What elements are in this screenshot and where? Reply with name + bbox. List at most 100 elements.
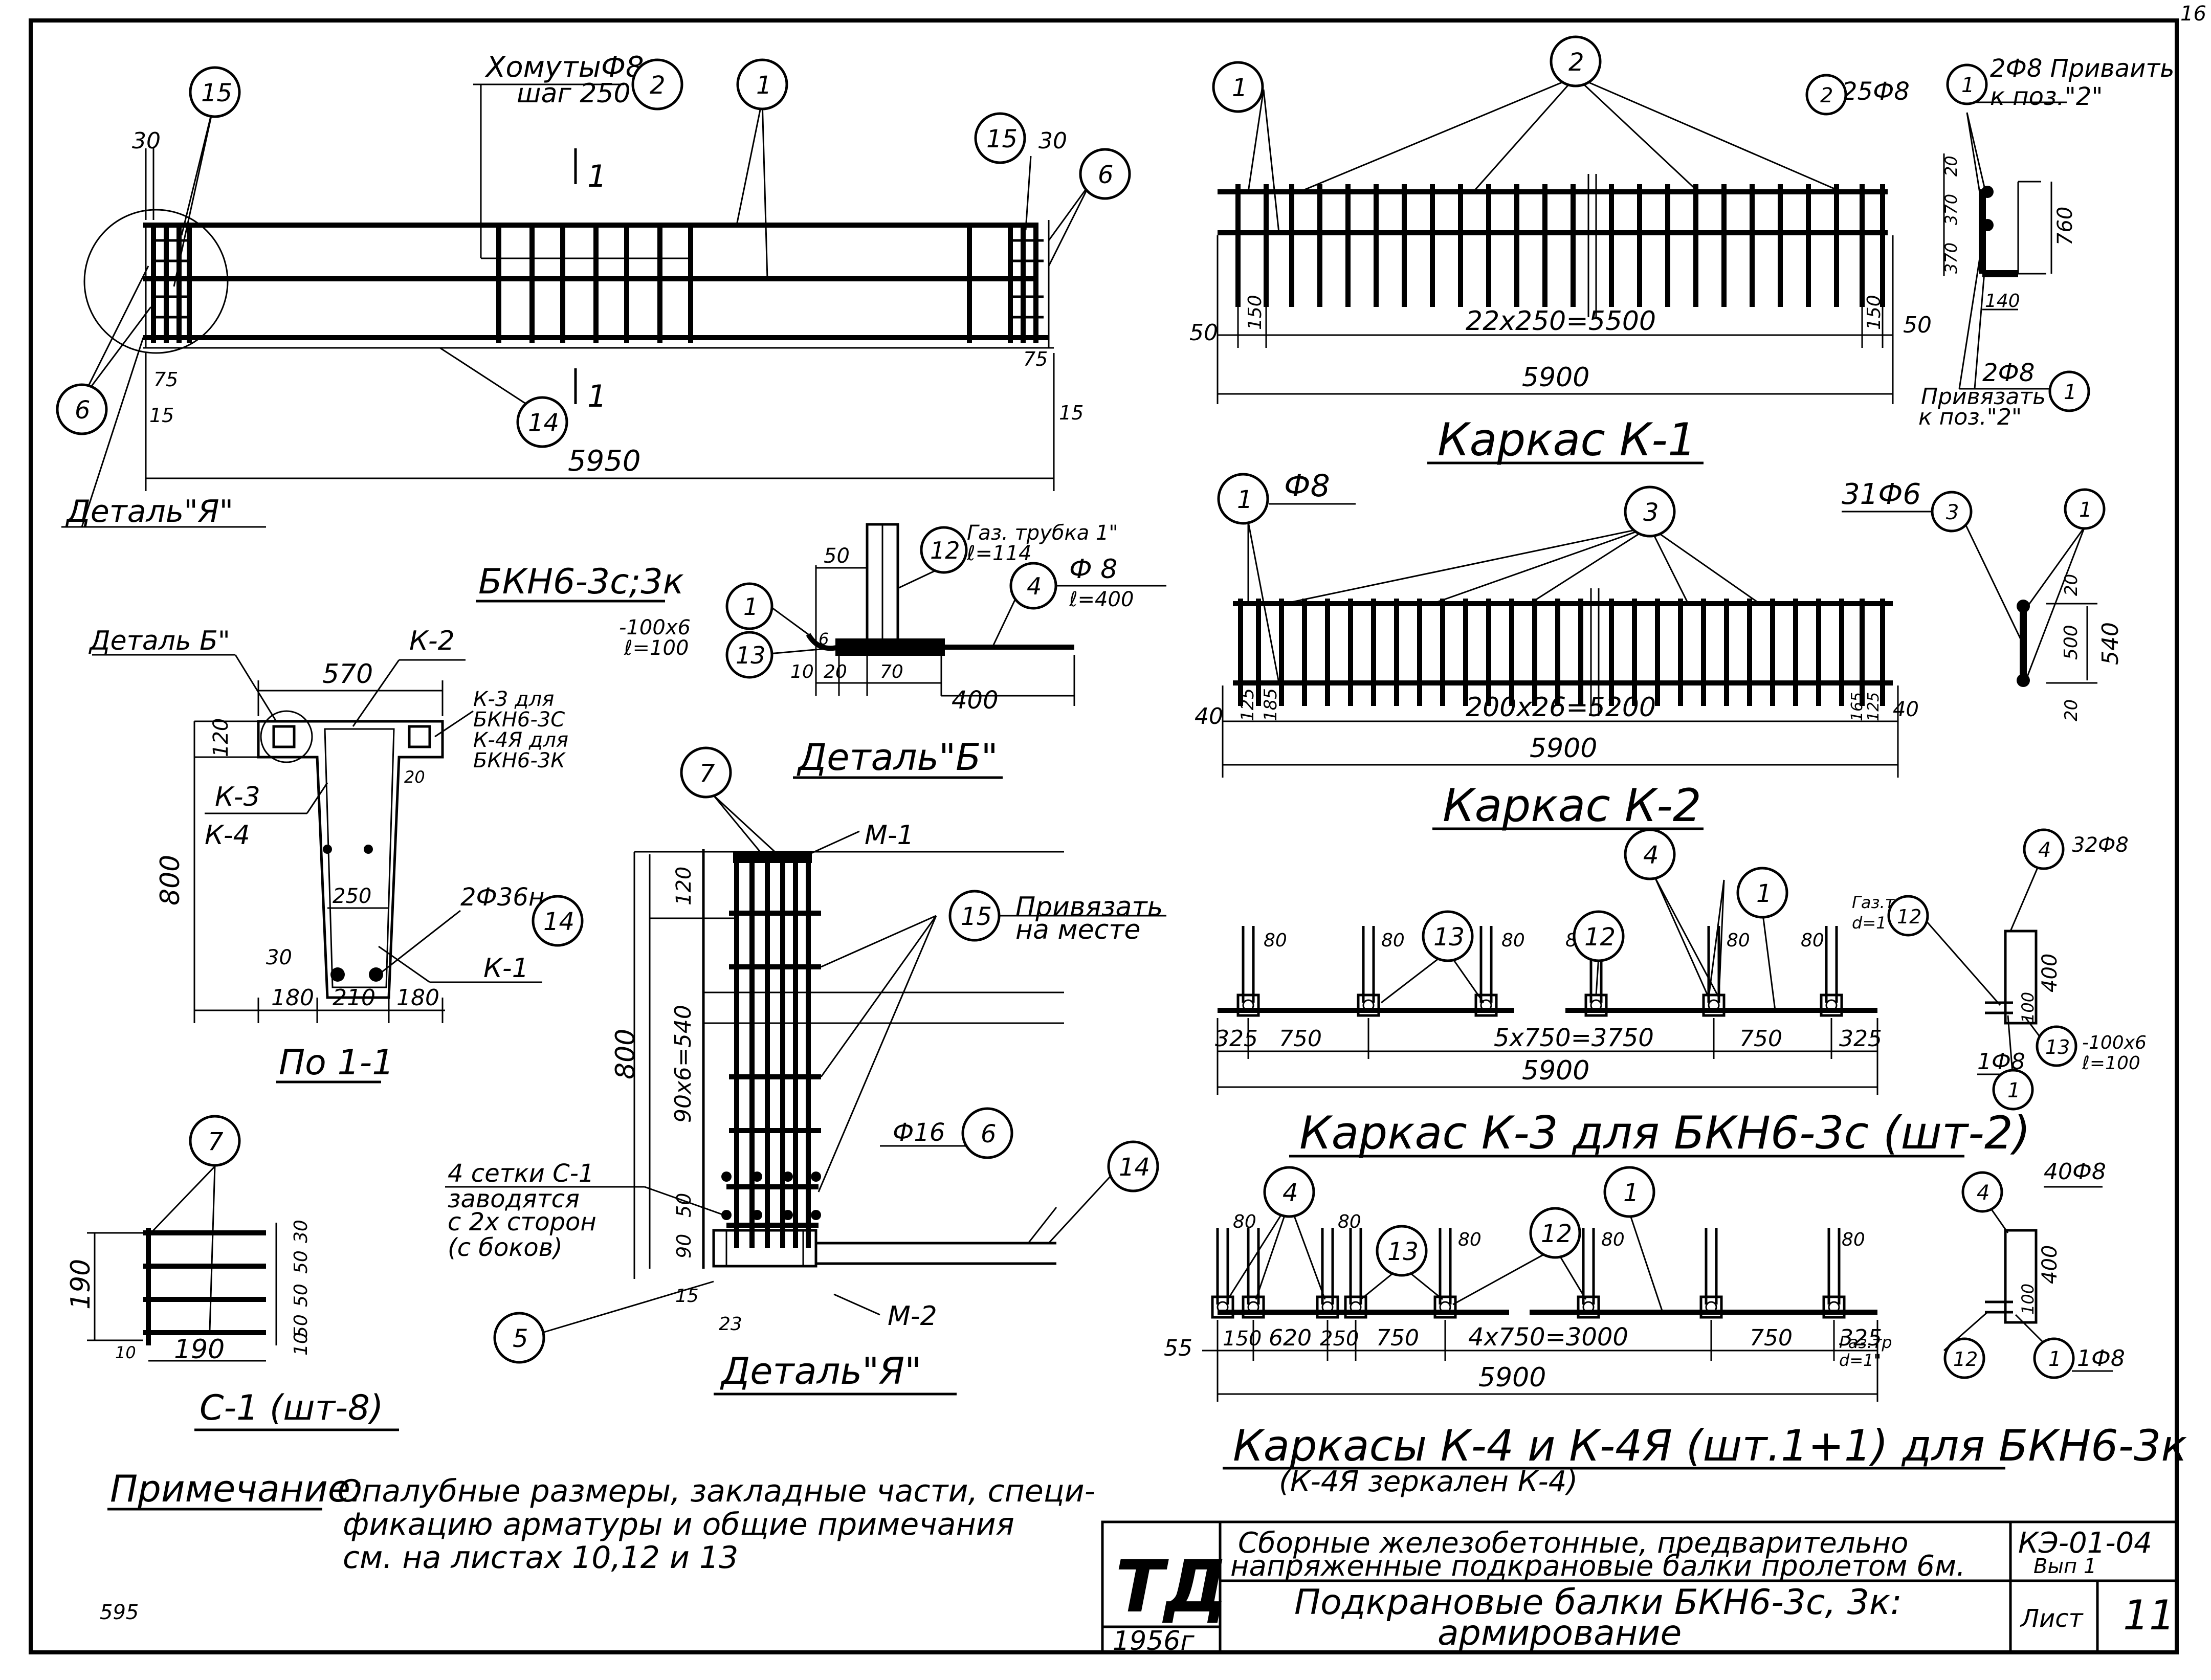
k4-plates — [1211, 1295, 1846, 1319]
k1-dim-50-left: 50 — [1189, 320, 1218, 346]
mesh-spacing-4: 50 — [291, 1314, 312, 1338]
k1-dim-150-right: 150 — [1864, 295, 1885, 330]
mark-4-k4-section — [1961, 1171, 2003, 1213]
k2-caption: Каркас К-2 — [1443, 779, 1701, 832]
k2-total: 5900 — [1530, 733, 1597, 764]
mark-12-k3 — [1573, 910, 1625, 962]
detail-a-dim-800: 800 — [610, 1029, 641, 1079]
k2-dim-125-right: 125 — [1865, 692, 1883, 721]
k1-section-dim-760: 760 — [2053, 207, 2077, 246]
detail-b: 50 Газ. трубка 1" ℓ=114 Ф 8 ℓ=400 -100х6… — [619, 521, 1166, 779]
svg-text:14: 14 — [1119, 1153, 1150, 1182]
detail-a-tie2: на месте — [1015, 915, 1141, 945]
mark-13-k4 — [1376, 1225, 1428, 1277]
k3-dim-80-b: 80 — [1381, 930, 1405, 951]
svg-text:15: 15 — [201, 79, 232, 107]
k3-dim-80-c: 80 — [1501, 930, 1525, 951]
svg-text:6: 6 — [1098, 161, 1114, 189]
k3-section-dim-100: 100 — [2018, 992, 2038, 1023]
detail-a-nets-1: 4 сетки С-1 — [448, 1159, 594, 1188]
mark-9-detail-a — [680, 746, 732, 799]
k4-dim-750-right: 750 — [1750, 1325, 1793, 1351]
mesh-caption: С-1 (шт-8) — [200, 1388, 384, 1428]
detail-b-rod: Ф 8 — [1069, 554, 1117, 585]
k3-total: 5900 — [1522, 1055, 1589, 1086]
detail-a-m1: М-1 — [865, 820, 914, 851]
svg-text:7: 7 — [699, 759, 715, 788]
mark-4-k3 — [1624, 828, 1676, 880]
k1-section-dim-140: 140 — [1985, 291, 2020, 312]
elevation-dim-15-right: 15 — [1059, 402, 1084, 424]
k4-section-dim-100: 100 — [2018, 1284, 2038, 1315]
detail-b-l400: ℓ=400 — [1069, 588, 1134, 611]
k4-total: 5900 — [1478, 1362, 1546, 1393]
elevation-dim-30-right: 30 — [1038, 128, 1067, 154]
detail-a-nets-3: с 2х сторон — [448, 1208, 596, 1236]
title-series-2: напряженные подкрановые балки пролетом 6… — [1230, 1550, 1965, 1583]
mark-2-k1 — [1550, 35, 1602, 87]
mark-4-detail-b — [1009, 562, 1057, 610]
k3-dim-750-left: 750 — [1279, 1026, 1322, 1052]
detail-b-l100: ℓ=100 — [624, 636, 689, 660]
section-dim-210: 210 — [333, 985, 375, 1011]
svg-text:12: 12 — [1541, 1220, 1572, 1248]
k4-section-pipe-2: d=1" — [1839, 1351, 1881, 1370]
section-dim-180-left: 180 — [271, 985, 314, 1011]
mark-12-k4 — [1529, 1207, 1581, 1259]
section-dim-30: 30 — [266, 946, 292, 969]
k2-dim-40-right: 40 — [1893, 698, 1919, 721]
detail-a-horizontal-bars — [729, 911, 821, 1133]
k4-section-pipe-1: Газ.тр — [1839, 1333, 1892, 1352]
svg-text:13: 13 — [1433, 923, 1465, 952]
detail-b-plate: -100х6 — [619, 616, 691, 639]
mark-5-detail-a — [493, 1312, 545, 1364]
section-beam-title: БКН6-3с;3к — [478, 562, 684, 602]
k2-section-dim-500: 500 — [2061, 625, 2082, 660]
detail-b-caption: Деталь"Б" — [797, 736, 998, 779]
k3-dim-80-a: 80 — [1264, 930, 1287, 951]
mesh-spacing-5: 10 — [291, 1332, 312, 1356]
k2-section-dim-20-bottom: 20 — [2061, 699, 2082, 721]
k4-section-bars: 40Ф8 — [2044, 1159, 2106, 1185]
k1-section-dim-370a: 370 — [1941, 194, 1961, 225]
k3-section-bars: 32Ф8 — [2072, 833, 2129, 857]
title-code: КЭ-01-04 — [2018, 1527, 2152, 1560]
detail-a-callout-circle — [83, 209, 229, 354]
k2-rod: Ф8 — [1284, 468, 1330, 504]
svg-text:1: 1 — [756, 71, 772, 100]
k4-dim-80-e: 80 — [1842, 1229, 1865, 1250]
k4-dim-80-c: 80 — [1458, 1229, 1482, 1250]
k3-section-l100: ℓ=100 — [2082, 1053, 2140, 1074]
mark-6-elev-right — [1079, 148, 1131, 200]
elevation-marks: 15 2 1 15 6 6 14 — [56, 58, 1131, 448]
detail-b-dim-70: 70 — [880, 661, 903, 682]
mark-14-elev — [516, 396, 568, 448]
mark-6-detail-a — [961, 1107, 1013, 1159]
svg-text:4: 4 — [1977, 1181, 1989, 1205]
k2-dim-200x26: 200х26=5200 — [1466, 692, 1656, 723]
detail-b-dim-400: 400 — [952, 686, 999, 715]
mark-13-detail-b — [725, 631, 773, 679]
mesh-spacing-2: 50 — [291, 1250, 312, 1274]
k4-section-one-rod: 1Ф8 — [2077, 1345, 2125, 1372]
svg-text:1: 1 — [2064, 381, 2076, 404]
k1-stirrups — [1235, 184, 1885, 307]
section-width-570: 570 — [322, 659, 373, 690]
elevation-dim-15-left: 15 — [149, 404, 174, 427]
k2-section-dim-540: 540 — [2097, 622, 2124, 665]
k4-dim-250: 250 — [1320, 1327, 1359, 1351]
k3-dim-750-right: 750 — [1739, 1026, 1782, 1052]
mark-3-k2-section — [1931, 491, 1973, 533]
elevation-stirrups — [151, 225, 1038, 343]
k3-dim-325-left: 325 — [1215, 1026, 1258, 1052]
svg-text:2: 2 — [1820, 84, 1833, 107]
note-line-3: см. на листах 10,12 и 13 — [343, 1540, 738, 1576]
k3-section-dim-400: 400 — [2038, 954, 2062, 992]
k3-dim-325-right: 325 — [1839, 1026, 1882, 1052]
mark-1-k1-section — [1946, 63, 1988, 105]
svg-text:4: 4 — [1643, 841, 1659, 870]
k4-posts — [1216, 1228, 1841, 1305]
section-mark-bottom: 1 — [587, 379, 607, 414]
mesh-dim-10: 10 — [115, 1343, 136, 1362]
